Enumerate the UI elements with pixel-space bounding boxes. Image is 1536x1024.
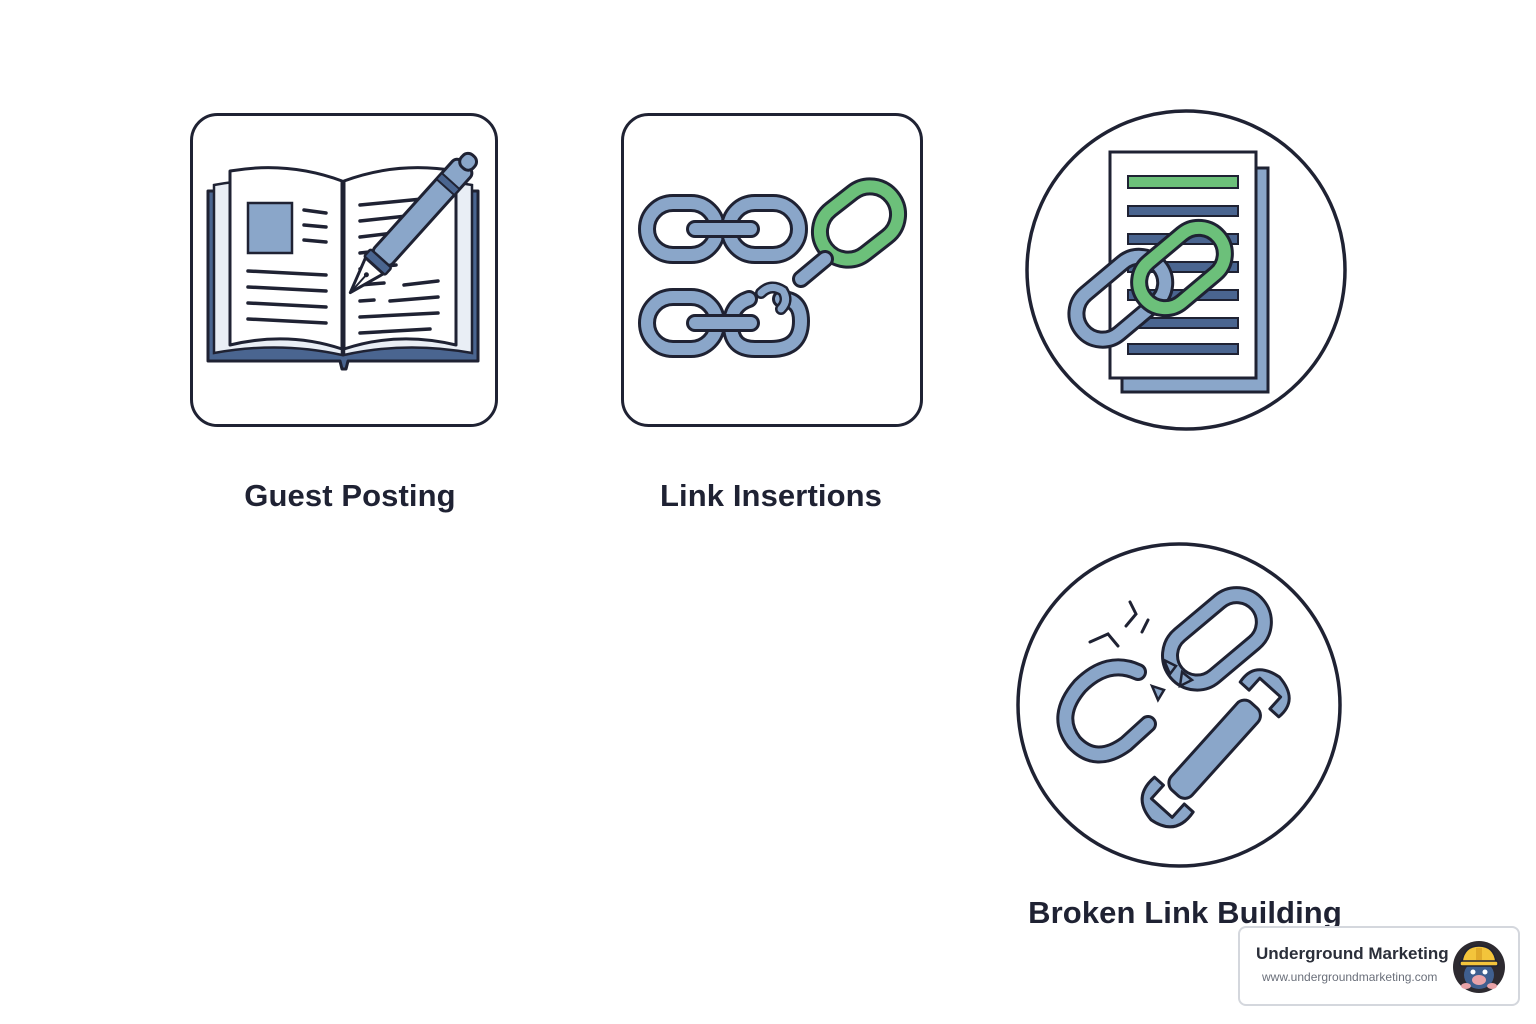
mole-hardhat-icon [1452,940,1506,994]
link-insertions-card [621,113,925,429]
document-link-card [1024,108,1348,434]
watermark-url: www.undergroundmarketing.com [1262,970,1438,984]
watermark-badge: Underground Marketing www.undergroundmar… [1238,926,1520,1006]
guest-posting-card [190,113,500,429]
document-with-link-icon [1067,150,1270,394]
broken-link-building-label: Broken Link Building [1028,895,1342,930]
broken-link-building-card [1014,540,1344,870]
watermark-title: Underground Marketing [1256,944,1449,963]
link-insertions-label: Link Insertions [660,478,882,513]
broken-link-wrench-icon [1056,586,1291,829]
chain-links-icon [638,177,908,358]
open-book-pen-icon [206,151,480,371]
guest-posting-label: Guest Posting [244,478,456,513]
